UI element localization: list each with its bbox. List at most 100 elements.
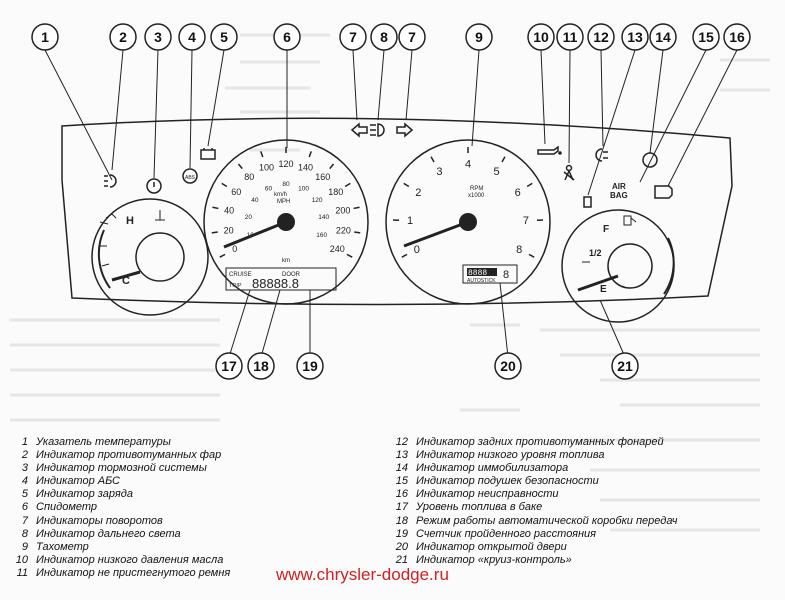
legend-text: Индикатор АБС bbox=[36, 475, 120, 488]
speedometer-tick bbox=[219, 253, 226, 258]
legend-number: 20 bbox=[395, 540, 408, 553]
legend-number: 10 bbox=[15, 553, 28, 566]
legend-text: Индикатор низкого давления масла bbox=[36, 553, 224, 566]
tachometer-tick bbox=[401, 253, 408, 258]
legend-item-21: 21 Индикатор «круиз-контроль» bbox=[386, 554, 677, 567]
callout-number: 12 bbox=[593, 29, 609, 45]
temperature-gauge bbox=[91, 198, 209, 316]
callout-18: 18 bbox=[247, 352, 275, 380]
legend-text: Индикатор задних противотуманных фонарей bbox=[416, 436, 664, 448]
tachometer-tick-label: 5 bbox=[493, 166, 499, 178]
callout-19: 19 bbox=[296, 352, 324, 380]
tachometer-tick-label: 2 bbox=[415, 187, 421, 199]
legend-number: 8 bbox=[21, 527, 28, 540]
callout-number: 17 bbox=[221, 358, 237, 374]
callout-3: 3 bbox=[144, 23, 172, 51]
callout-number: 4 bbox=[188, 29, 196, 45]
callout-4: 4 bbox=[178, 23, 206, 51]
transmission-autostick: AUTOSTICK bbox=[467, 278, 496, 284]
callout-5: 5 bbox=[210, 23, 238, 51]
speedometer-tick-label: 240 bbox=[330, 244, 345, 254]
legend-text: Индикатор «круиз-контроль» bbox=[416, 553, 572, 566]
callout-number: 19 bbox=[302, 358, 318, 374]
tachometer-tick bbox=[526, 182, 533, 188]
seatbelt-icon bbox=[563, 164, 575, 181]
airbag-label-line2: BAG bbox=[610, 191, 628, 200]
callout-8: 8 bbox=[370, 23, 398, 51]
legend-number: 2 bbox=[21, 449, 28, 462]
speedometer-inner-tick-label: 100 bbox=[298, 185, 309, 192]
speedometer-tick-label: 0 bbox=[232, 244, 237, 254]
speedometer-tick bbox=[221, 182, 228, 188]
legend-text: Индикатор низкого уровня топлива bbox=[416, 449, 605, 462]
callout-7: 7 bbox=[339, 23, 367, 51]
low-fuel-icon bbox=[583, 196, 592, 208]
legend-text: Спидометр bbox=[36, 501, 98, 514]
legend-number: 16 bbox=[395, 488, 408, 501]
speedometer-tick bbox=[260, 151, 264, 158]
legend-number: 17 bbox=[395, 501, 408, 514]
callouts-bottom: 17 18 19 20 21 bbox=[215, 352, 639, 380]
airbag-label-line1: AIR bbox=[612, 182, 626, 191]
background-scan bbox=[10, 33, 770, 532]
legend-number: 18 bbox=[395, 514, 408, 527]
speedometer-tick bbox=[237, 163, 243, 170]
turn-right-arrow-icon bbox=[396, 122, 414, 138]
callout-20: 20 bbox=[494, 352, 522, 380]
callout-10: 10 bbox=[527, 23, 555, 51]
callout-21: 21 bbox=[611, 352, 639, 380]
callout-number: 5 bbox=[220, 29, 228, 45]
legend-text: Индикатор противотуманных фар bbox=[36, 449, 222, 462]
fuel-gauge bbox=[561, 209, 675, 323]
fuel-empty-label: E bbox=[600, 284, 607, 295]
abs-icon: ABS bbox=[182, 168, 198, 184]
legend-text: Индикатор подушек безопасности bbox=[416, 475, 599, 488]
check-engine-icon bbox=[654, 185, 673, 199]
legend-number: 7 bbox=[21, 514, 28, 527]
high-beam-icon bbox=[370, 123, 385, 137]
speedometer-tick bbox=[353, 206, 360, 210]
odometer-trip-label: TRIP bbox=[229, 283, 242, 289]
legend-number: 21 bbox=[395, 553, 408, 566]
speedometer: 0204060801001201401601802002202401020406… bbox=[203, 139, 369, 305]
tachometer-tick-label: 3 bbox=[436, 166, 442, 178]
speedometer-tick-label: 40 bbox=[224, 206, 234, 216]
tachometer-tick bbox=[430, 156, 435, 163]
legend-number: 15 bbox=[395, 475, 408, 488]
legend-text: Индикатор заряда bbox=[36, 488, 133, 501]
transmission-digits-box bbox=[467, 268, 497, 276]
callout-17: 17 bbox=[215, 352, 243, 380]
legend-item-2: 2 Индикатор противотуманных фар bbox=[6, 449, 230, 462]
callout-12: 12 bbox=[587, 23, 615, 51]
legend-number: 14 bbox=[395, 462, 408, 475]
legend-item-4: 4 Индикатор АБС bbox=[6, 475, 230, 488]
speedometer-inner-tick-label: 60 bbox=[265, 185, 273, 192]
tachometer-tick bbox=[403, 182, 410, 188]
speedometer-inner-tick-label: 120 bbox=[312, 197, 323, 204]
legend-number: 12 bbox=[395, 436, 408, 448]
callout-2: 2 bbox=[109, 23, 137, 51]
transmission-gear: 8 bbox=[503, 269, 509, 281]
brake-warning-icon bbox=[146, 178, 162, 194]
callout-6: 6 bbox=[273, 23, 301, 51]
immobilizer-icon bbox=[642, 152, 658, 168]
tachometer-tick bbox=[528, 253, 535, 258]
legend-number: 4 bbox=[21, 475, 28, 488]
speedometer-tick-label: 80 bbox=[244, 172, 254, 182]
tachometer-tick-label: 0 bbox=[414, 244, 420, 256]
transmission-digits: 8888 bbox=[468, 269, 487, 278]
callout-1: 1 bbox=[31, 23, 59, 51]
svg-text:ABS: ABS bbox=[185, 175, 196, 181]
speedometer-tick bbox=[308, 151, 312, 158]
legend-item-15: 15 Индикатор подушек безопасности bbox=[386, 475, 677, 488]
speedometer-inner-tick-label: 160 bbox=[316, 232, 327, 239]
legend-text: Счетчик пройденного расстояния bbox=[416, 527, 596, 540]
fuel-full-label: F bbox=[603, 224, 609, 235]
legend-number: 1 bbox=[21, 436, 28, 448]
